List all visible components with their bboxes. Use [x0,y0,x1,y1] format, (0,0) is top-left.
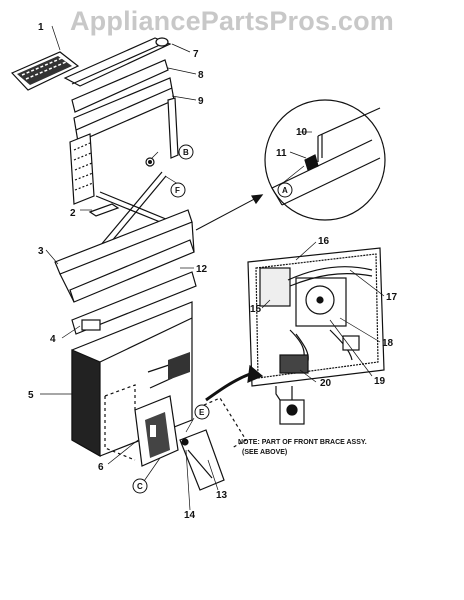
callout-7: 7 [193,49,199,60]
callout-15: 15 [250,304,262,315]
callout-4: 4 [50,334,56,345]
detail-control-panel [247,247,385,387]
detail-circle-corner [264,99,386,221]
letter-c: C [137,482,143,491]
letter-f: F [175,186,180,195]
letter-b: B [183,148,189,157]
watermark: AppliancePartsPros.com [69,6,394,36]
circle-callout-c [132,478,148,494]
note-line-1: NOTE: PART OF FRONT BRACE ASSY. [238,439,367,446]
callout-1: 1 [38,22,44,33]
letter-a: A [282,186,288,195]
letter-e: E [199,408,205,417]
part-side-support [167,97,179,159]
circle-callout-a [277,182,293,198]
callout-8: 8 [198,70,204,81]
circle-callout-e [194,404,210,420]
part-filter [69,133,95,205]
callout-5: 5 [28,390,34,401]
part-front-brace [54,209,195,303]
callout-16: 16 [318,236,330,247]
circle-callouts [132,144,293,494]
part-mount-bracket [134,395,179,467]
circle-callout-b [178,144,194,160]
callout-3: 3 [38,246,44,257]
callout-20: 20 [320,378,332,389]
part-wire-plug [275,386,305,425]
circle-callout-f [170,182,186,198]
callout-9: 9 [198,96,204,107]
callout-10: 10 [296,127,308,138]
callout-11: 11 [276,148,287,159]
part-trim-strip [71,59,169,113]
part-top-rail [63,37,172,87]
callout-19: 19 [374,376,386,387]
callout-14: 14 [184,510,196,521]
callout-12: 12 [196,264,208,275]
part-grille [10,51,80,91]
callout-17: 17 [386,292,398,303]
callout-6: 6 [98,462,104,473]
callout-13: 13 [216,490,228,501]
note-line-2: (SEE ABOVE) [242,449,287,456]
callout-18: 18 [382,338,394,349]
callout-2: 2 [70,208,76,219]
